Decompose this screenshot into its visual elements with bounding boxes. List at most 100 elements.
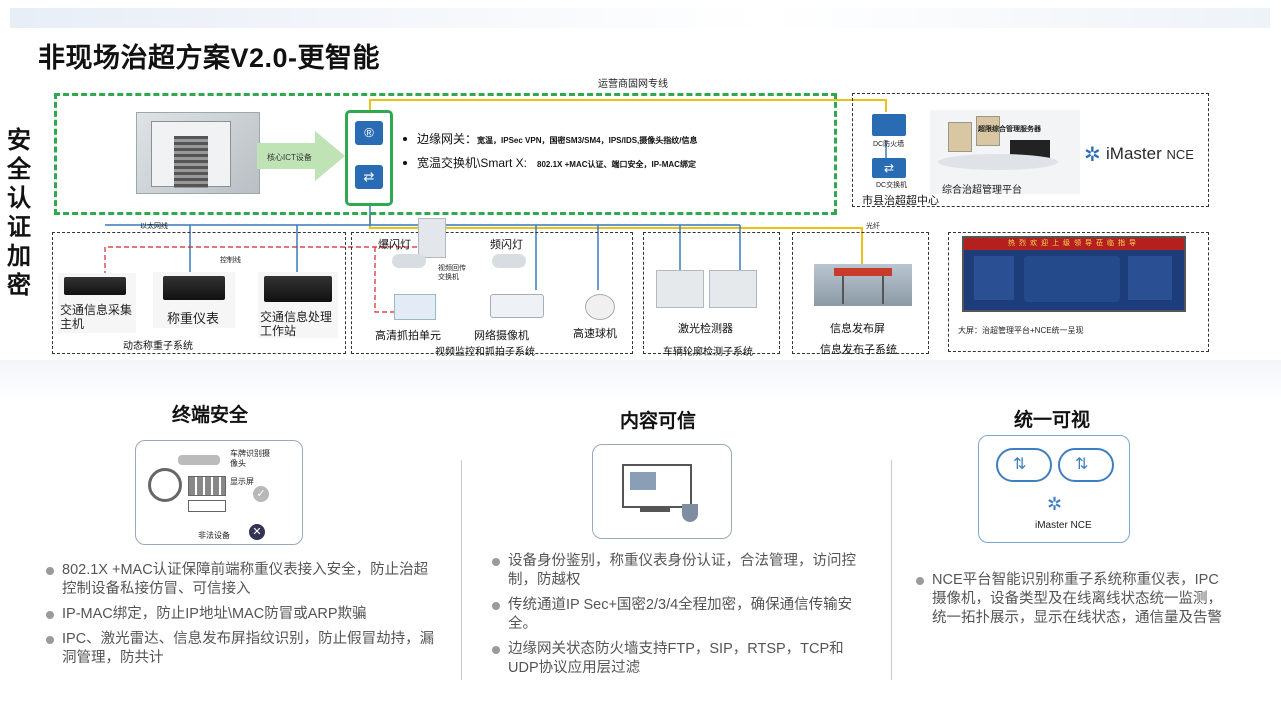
platform-label: 综合治超管理平台: [942, 185, 1022, 196]
section-title-content: 内容可信: [619, 411, 696, 432]
list-item: NCE平台智能识别称重子系统称重仪表，IPC摄像机，设备类型及在线离线状态统一监…: [916, 571, 1226, 628]
gateway-bullet: 边缘网关：宽温，IPSec VPN，国密SM3/SM4，IPS/IDS,摄像头指…: [403, 130, 698, 147]
ict-cabinet-image: [136, 112, 260, 194]
divider: [461, 460, 462, 680]
header-accent-band: [10, 8, 1270, 28]
section-title-terminal: 终端安全: [171, 405, 248, 426]
weigh-subsystem-box: [52, 232, 346, 354]
side-char: 认: [7, 185, 31, 212]
server-icon: [188, 500, 226, 512]
camera-icon: [178, 455, 220, 465]
dc-switch-icon: ⇄: [872, 158, 906, 178]
page-title: 非现场治超方案V2.0-更智能: [38, 43, 381, 73]
workstation-label: 交通信息处理工作站: [260, 310, 333, 338]
divider: [891, 460, 892, 680]
server-label: 超限综合管理服务器: [978, 126, 1041, 133]
dc-switch-label: DC交换机: [876, 182, 908, 189]
cloud-icon: [996, 448, 1052, 482]
visual-illustration-frame: [978, 435, 1130, 543]
video-switch-image: [418, 218, 446, 258]
fiber-label: 光纤: [866, 223, 880, 230]
switch-icon: ⇄: [355, 165, 383, 189]
city-center-label: 市县治超超中心: [862, 195, 939, 207]
strobe-label: 频闪灯: [490, 239, 523, 251]
list-item: 边缘网关状态防火墙支持FTP，SIP，RTSP，TCP和UDP协议应用层过滤: [492, 640, 872, 678]
gateway-switch-box: ® ⇄: [345, 110, 393, 206]
city-center-box: [852, 93, 1209, 207]
dc-firewall-label: DC防火墙: [873, 141, 905, 148]
dome-label: 高速球机: [573, 328, 617, 340]
ethernet-label: 以太网线: [140, 223, 168, 230]
gateway-detail: 宽温，IPSec VPN，国密SM3/SM4，IPS/IDS,摄像头指纹/信息: [477, 136, 698, 145]
list-item: IPC、激光雷达、信息发布屏指纹识别，防止假冒劫持，漏洞管理，防共计: [46, 630, 438, 668]
traffic-host-card: 交通信息采集主机: [58, 273, 136, 333]
gateway-label: 边缘网关：: [417, 132, 478, 146]
laser-detector-image-1: [656, 270, 704, 308]
dome-camera-image: [585, 294, 615, 320]
ipc-label: 网络摄像机: [474, 330, 529, 342]
forbidden-icon: ✕: [249, 524, 265, 540]
imaster-logo: iMaster NCE: [1106, 144, 1194, 163]
imaster-small-icon: ✲: [1047, 494, 1063, 514]
side-char: 加: [7, 243, 31, 270]
switch-label: 宽温交换机\Smart X:: [417, 156, 528, 170]
traffic-host-label: 交通信息采集主机: [60, 303, 133, 331]
firewall-icon: [872, 114, 906, 136]
switch-detail: 802.1X +MAC认证、端口安全，IP-MAC绑定: [537, 160, 696, 169]
info-screen-image: [814, 264, 912, 306]
display-label: 显示屏: [230, 477, 254, 486]
flash-label: 爆闪灯: [378, 239, 411, 251]
contour-subsystem-label: 车辆轮廓检测子系统: [663, 347, 753, 358]
monitor-stand: [640, 508, 670, 512]
edge-site-box: [54, 93, 837, 215]
ipc-image: [490, 294, 544, 318]
bottom-fade: [0, 360, 1281, 400]
scale-image: [163, 276, 225, 300]
carrier-line-path: [369, 99, 887, 112]
imaster-small-label: iMaster NCE: [1035, 520, 1092, 531]
visual-list: NCE平台智能识别称重子系统称重仪表，IPC摄像机，设备类型及在线离线状态统一监…: [916, 571, 1226, 634]
cloud-icon: [1058, 448, 1114, 482]
terminal-illustration-frame: [135, 440, 303, 545]
workstation-card: 交通信息处理工作站: [258, 272, 338, 338]
workstation-image: [264, 276, 332, 302]
content-list: 设备身份鉴别，称重仪表身份认证，合法管理，访问控制，防越权 传统通道IP Sec…: [492, 552, 872, 684]
hd-capture-label: 高清抓拍单元: [375, 330, 441, 342]
terminal-list: 802.1X +MAC认证保障前端称重仪表接入安全，防止治超控制设备私接仿冒、可…: [46, 561, 438, 674]
hd-capture-image: [394, 294, 436, 320]
updown-arrow-icon: ⇅: [1075, 456, 1089, 473]
traffic-host-image: [64, 277, 126, 295]
shield-icon: [682, 504, 698, 522]
contour-subsystem-box: [643, 232, 780, 354]
info-screen-label: 信息发布屏: [830, 323, 885, 335]
plate-camera-label: 车牌识别摄像头: [230, 449, 270, 468]
check-icon: ✓: [253, 486, 269, 502]
video-subsystem-label: 视频监控和抓拍子系统: [435, 347, 535, 358]
video-subsystem-box: [351, 232, 633, 354]
magnifier-icon: [148, 468, 182, 502]
content-illustration-frame: [592, 444, 732, 539]
monitor-icon: [622, 464, 692, 508]
list-item: 传统通道IP Sec+国密2/3/4全程加密，确保通信传输安全。: [492, 596, 872, 634]
updown-arrow-icon: ⇅: [1013, 456, 1027, 473]
list-item: 802.1X +MAC认证保障前端称重仪表接入安全，防止治超控制设备私接仿冒、可…: [46, 561, 438, 599]
laser-detector-image-2: [709, 270, 757, 308]
core-ict-label: 核心ICT设备: [267, 153, 312, 162]
control-line-label: 控制线: [220, 257, 241, 264]
big-screen-label: 大屏：治超管理平台+NCE统一呈现: [958, 326, 1084, 335]
big-screen-image: 热烈欢迎上级领导莅临指导: [962, 236, 1186, 312]
server-cluster-image: [930, 110, 1080, 194]
switch-bullet: 宽温交换机\Smart X: 802.1X +MAC认证、端口安全，IP-MAC…: [403, 154, 696, 171]
weigh-subsystem-label: 动态称重子系统: [123, 341, 193, 352]
scale-label: 称重仪表: [167, 311, 220, 326]
list-item: 设备身份鉴别，称重仪表身份认证，合法管理，访问控制，防越权: [492, 552, 872, 590]
keypad-icon: [188, 476, 226, 496]
side-char: 全: [7, 156, 31, 183]
big-screen-box: [948, 232, 1209, 352]
strobe-light-image: [492, 254, 526, 268]
info-subsystem-label: 信息发布子系统: [820, 344, 897, 356]
laser-label: 激光检测器: [678, 323, 733, 335]
illegal-device-label: 非法设备: [198, 531, 230, 540]
scale-card: 称重仪表: [153, 272, 235, 328]
list-item: IP-MAC绑定，防止IP地址\MAC防冒或ARP欺骗: [46, 605, 438, 624]
